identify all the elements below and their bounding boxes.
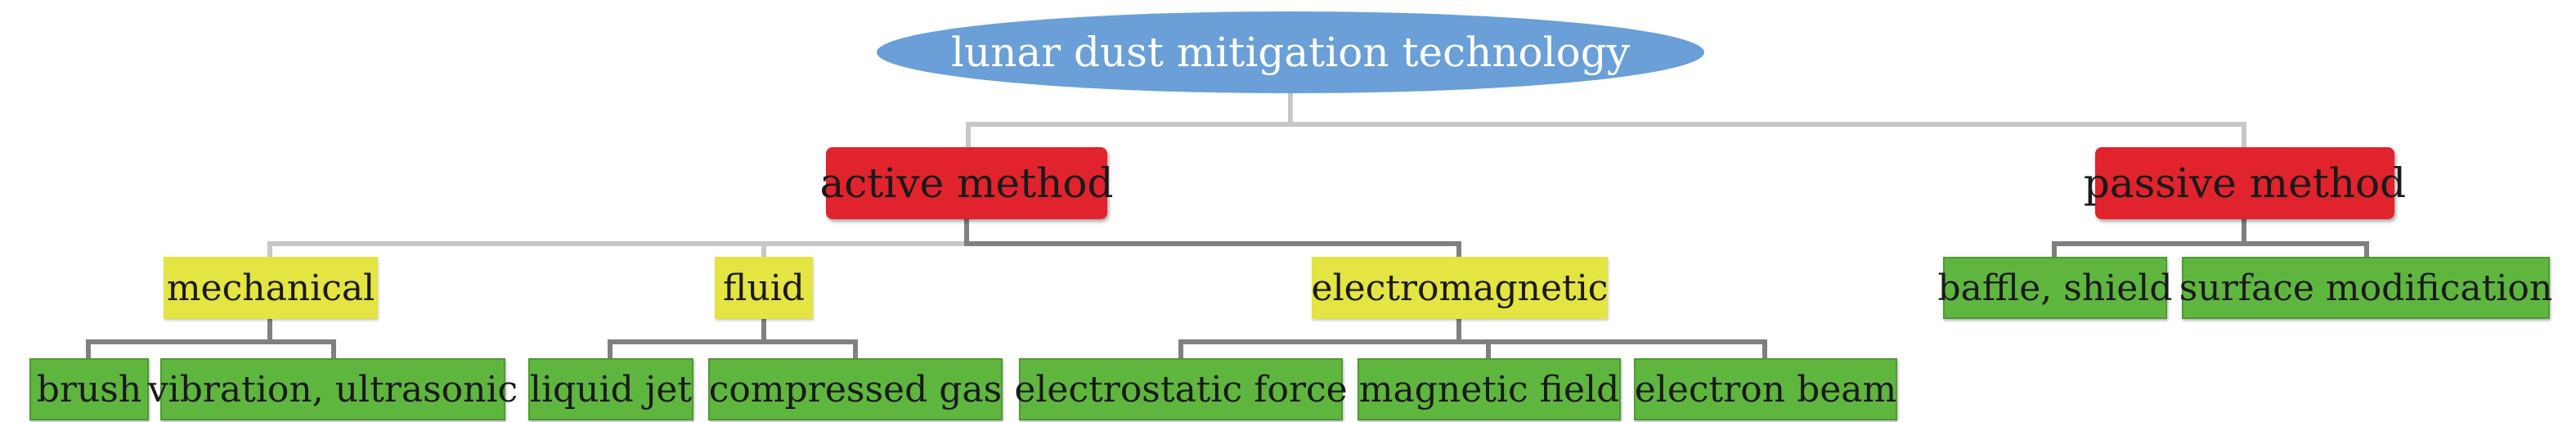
fluid-node: fluid <box>715 257 813 319</box>
surface-modification-node: surface modification <box>2179 257 2552 319</box>
electron-beam-node: electron beam <box>1634 358 1897 420</box>
electrostatic-force-node: electrostatic force <box>1014 358 1348 420</box>
connector-active-categories <box>267 219 1461 257</box>
connector-root-methods <box>966 93 2246 147</box>
baffle-shield-node: baffle, shield <box>1938 257 2173 319</box>
passive-method-node: passive method <box>2084 147 2406 219</box>
mechanical-node: mechanical <box>164 257 378 319</box>
magnetic-field-node: magnetic field <box>1358 358 1621 420</box>
vibration-ultrasonic-node: vibration, ultrasonic <box>148 358 518 420</box>
active-method-node: active method <box>819 147 1114 219</box>
brush-node: brush <box>29 358 149 420</box>
connector-leaves <box>86 219 2369 358</box>
electromagnetic-node: electromagnetic <box>1312 257 1608 319</box>
root-node: lunar dust mitigation technology <box>877 11 1704 93</box>
compressed-gas-node: compressed gas <box>708 358 1003 420</box>
liquid-jet-node: liquid jet <box>528 358 693 420</box>
